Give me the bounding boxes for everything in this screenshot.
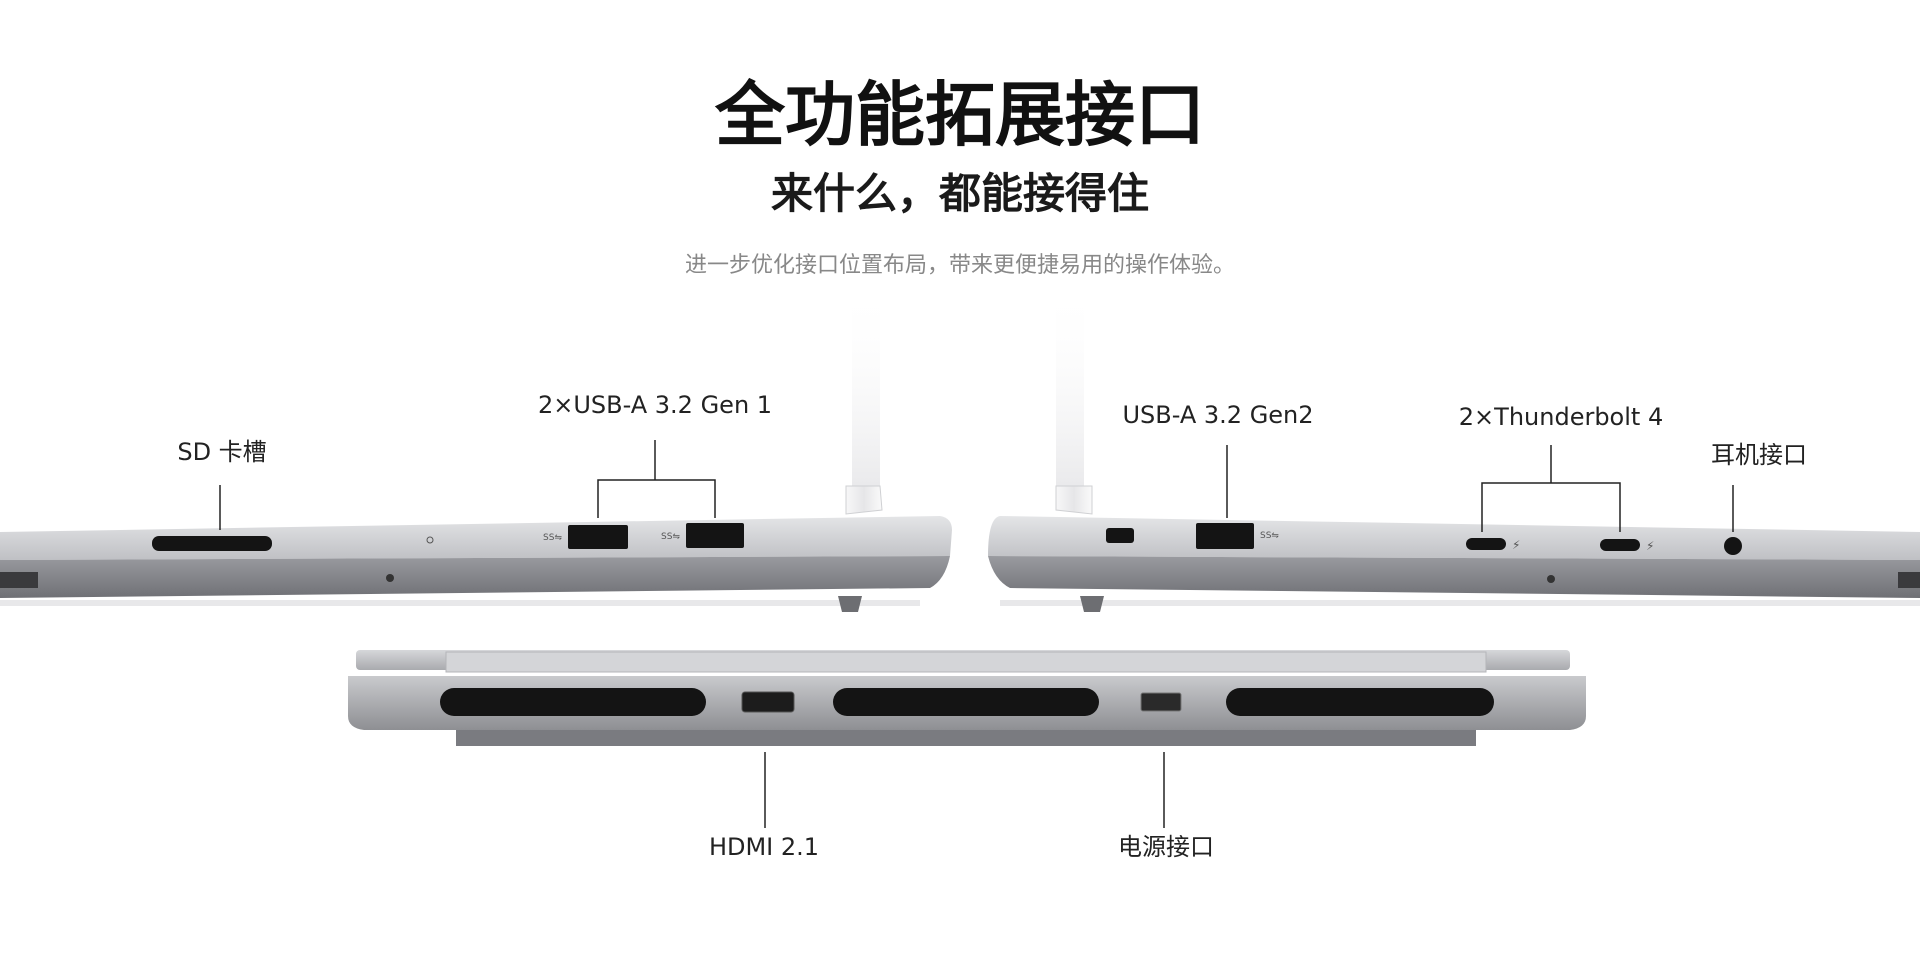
power-port	[1140, 692, 1182, 712]
left-chassis-top	[0, 516, 952, 560]
usb-a-2-icon: SS⇋	[661, 532, 680, 542]
hero-subtitle: 来什么，都能接得住	[770, 169, 1149, 218]
right-shadow	[1000, 600, 1920, 606]
led-indicator	[426, 536, 434, 544]
lid-edge-left	[852, 285, 880, 490]
label-power: 电源接口	[1118, 833, 1214, 861]
hinge-left	[845, 485, 883, 515]
laptop-right-side: SS⇋ ⚡ ⚡	[988, 285, 1920, 612]
left-chassis-bottom	[0, 556, 950, 598]
speaker-grille-right	[1898, 572, 1920, 588]
usb-a-gen2-port	[1196, 523, 1254, 549]
hdmi-port	[741, 691, 795, 713]
usb-a-port-2	[686, 523, 744, 548]
laptop-left-side: SS⇋ SS⇋	[0, 285, 952, 612]
left-shadow	[0, 600, 920, 606]
label-headphone: 耳机接口	[1711, 441, 1807, 469]
label-sd-card: SD 卡槽	[177, 438, 267, 466]
hero-description: 进一步优化接口位置布局，带来更便捷易用的操作体验。	[684, 253, 1235, 278]
right-foot	[1080, 596, 1104, 612]
label-hdmi: HDMI 2.1	[708, 833, 820, 861]
screw-right	[1547, 575, 1555, 583]
usb-a-1-icon: SS⇋	[543, 533, 562, 543]
usb-a-gen2-icon: SS⇋	[1260, 531, 1279, 541]
rear-base	[456, 730, 1476, 746]
rear-hinge-bar	[445, 651, 1487, 673]
right-chassis-bottom	[988, 556, 1920, 598]
leader-thunderbolt	[1481, 482, 1621, 532]
lid-edge-right	[1056, 285, 1084, 490]
leader-usb-a-gen1	[597, 479, 716, 518]
label-usb-a-gen1: 2×USB-A 3.2 Gen 1	[537, 391, 773, 419]
usb-a-port-1	[568, 525, 628, 549]
kensington-lock	[1106, 528, 1134, 543]
vent-right	[1226, 688, 1494, 716]
label-usb-a-gen2: USB-A 3.2 Gen2	[1122, 401, 1314, 429]
vent-center	[833, 688, 1099, 716]
hero-title: 全功能拓展接口	[715, 74, 1205, 156]
laptop-rear	[348, 650, 1586, 828]
headphone-jack	[1724, 537, 1742, 555]
thunderbolt-2-icon: ⚡	[1646, 539, 1654, 553]
thunderbolt-port-1	[1466, 538, 1506, 550]
thunderbolt-1-icon: ⚡	[1512, 538, 1520, 552]
sd-card-slot	[152, 536, 272, 551]
left-foot	[838, 596, 862, 612]
label-thunderbolt: 2×Thunderbolt 4	[1458, 403, 1664, 431]
thunderbolt-port-2	[1600, 539, 1640, 551]
screw-left	[386, 574, 394, 582]
vent-left	[440, 688, 706, 716]
hinge-right	[1055, 485, 1093, 515]
speaker-grille-left	[0, 572, 38, 588]
